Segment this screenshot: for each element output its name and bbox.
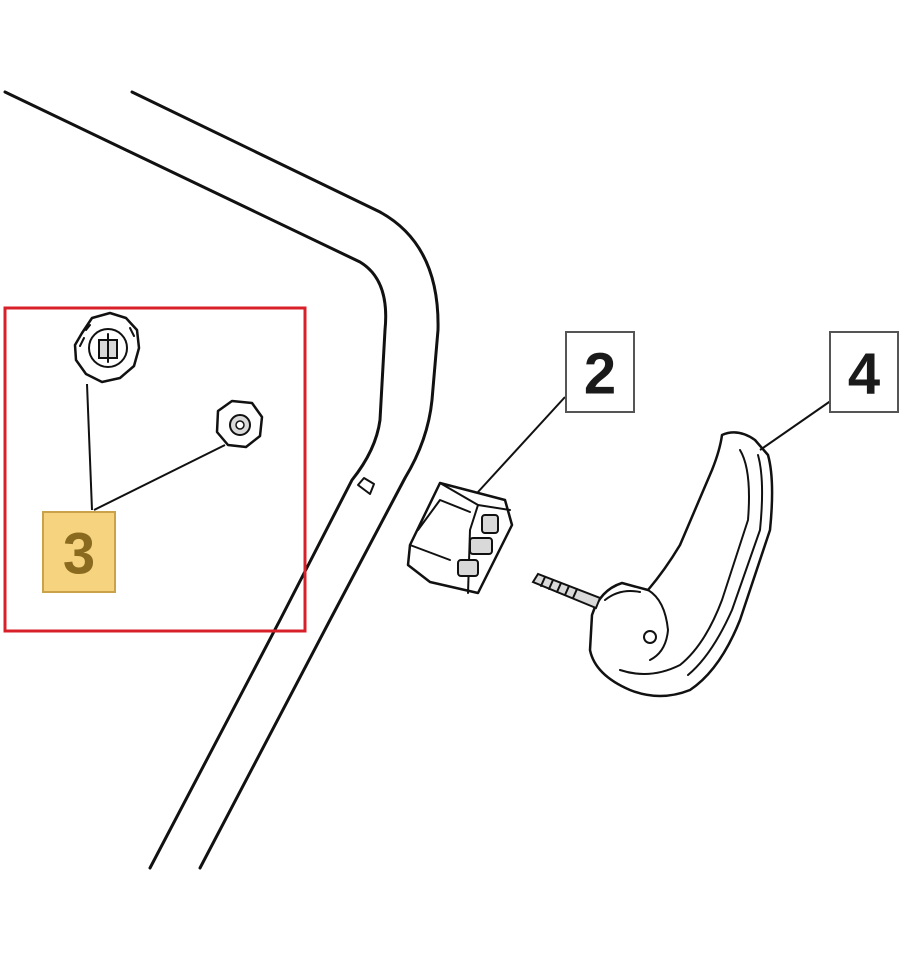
clip-block bbox=[406, 481, 514, 595]
hex-nut bbox=[215, 399, 264, 449]
frame-tab bbox=[357, 477, 375, 495]
frame-outer-edge bbox=[3, 90, 388, 870]
callout-4-box bbox=[829, 331, 899, 413]
leader-2 bbox=[477, 396, 566, 493]
leader-3-knurled-nut bbox=[86, 383, 93, 511]
frame-inner-edge bbox=[130, 90, 440, 870]
callout-2-box bbox=[565, 331, 635, 413]
knurled-nut bbox=[73, 311, 141, 384]
callout-4: 4 bbox=[829, 331, 899, 413]
leader-4 bbox=[759, 399, 833, 451]
callout-2: 2 bbox=[565, 331, 635, 413]
highlight-frame bbox=[3, 306, 307, 633]
callout-3-box bbox=[42, 511, 116, 593]
handle-lever bbox=[531, 431, 774, 698]
callout-3: 3 bbox=[42, 511, 116, 593]
callout-4-label: 4 bbox=[848, 342, 880, 407]
window-frame bbox=[3, 90, 440, 870]
handle-body bbox=[588, 431, 774, 698]
leader-3-hex-nut bbox=[93, 444, 226, 511]
callout-3-label: 3 bbox=[63, 522, 95, 587]
callout-2-label: 2 bbox=[584, 342, 616, 407]
